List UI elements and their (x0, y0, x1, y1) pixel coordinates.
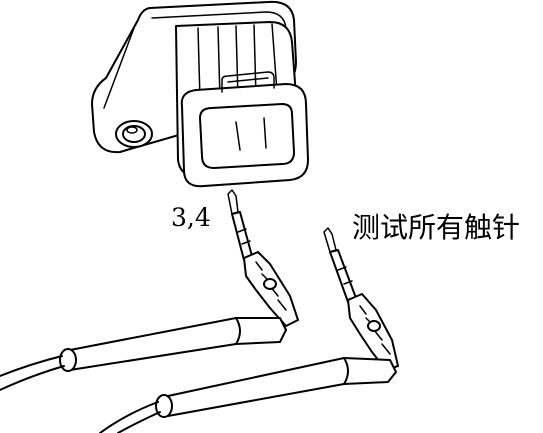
probe-a-shaft (231, 211, 253, 261)
probe-b-tip (323, 227, 337, 253)
connector-face-inner (199, 103, 295, 169)
probe-b-shaft-ring (337, 266, 353, 285)
probe-a-clip-teeth (255, 261, 287, 311)
probe-b-lead (99, 401, 159, 433)
probe-a-grip (64, 317, 241, 371)
probe-a-clip-rivet (263, 278, 277, 290)
connector-pin-cavity (235, 117, 267, 151)
probe-b-clip-rivet (367, 320, 381, 332)
probe-b-grip (162, 357, 349, 417)
probe-a-tip (227, 189, 239, 215)
probe-a-lead (0, 355, 63, 377)
probe-a (0, 189, 299, 391)
probe-a-lead-2 (0, 365, 65, 391)
probe-b-lead-2 (117, 411, 161, 433)
pins-label: 3,4 (171, 203, 211, 232)
connector-face (180, 83, 309, 188)
probe-b (99, 227, 399, 433)
test-all-pins-label: 测试所有触针 (352, 211, 521, 244)
probe-a-shaft-ring (237, 228, 251, 245)
connector (91, 0, 309, 188)
bolt-hole (115, 120, 153, 148)
probe-b-shaft (329, 249, 357, 303)
connector-latch (221, 71, 275, 93)
probe-a-collar (59, 348, 77, 372)
